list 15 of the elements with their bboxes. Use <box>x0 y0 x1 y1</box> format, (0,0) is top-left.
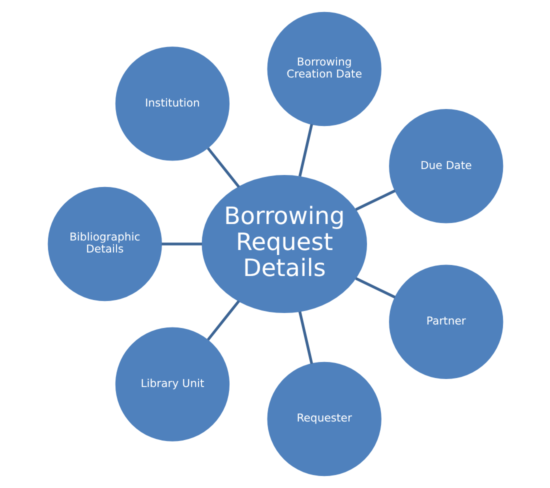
connector <box>354 190 396 211</box>
connector <box>298 311 313 364</box>
connector <box>206 300 240 341</box>
connector <box>206 147 240 188</box>
node-circle: Requester <box>266 362 381 476</box>
node-circle: Borrowing Creation Date <box>266 12 381 126</box>
node-circle: Partner <box>388 264 503 379</box>
connector <box>161 242 202 246</box>
node-circle: Bibliographic Details <box>47 186 162 302</box>
node-circle: Library Unit <box>114 327 230 442</box>
node-ellipse: Borrowing Request Details <box>201 174 367 314</box>
node-circle: Institution <box>114 46 230 161</box>
node-circle: Due Date <box>388 109 503 224</box>
connector <box>354 277 396 298</box>
connector <box>298 124 313 177</box>
